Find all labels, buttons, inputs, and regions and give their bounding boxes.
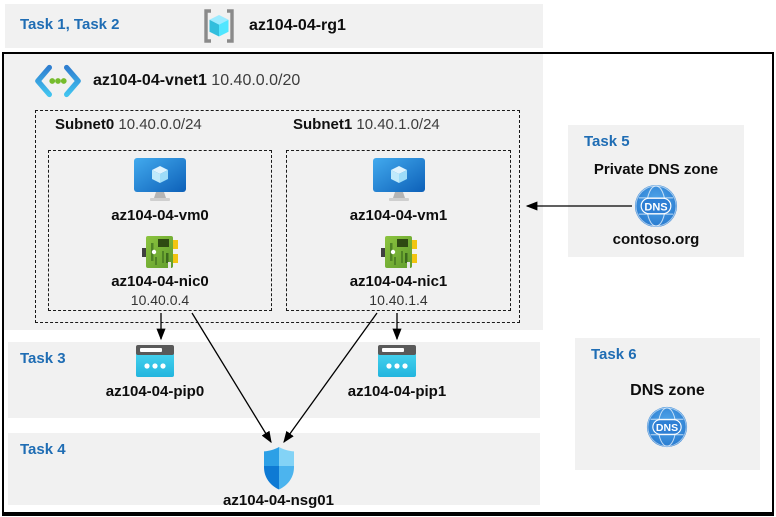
vnet-cidr: 10.40.0.0/20: [211, 72, 301, 89]
pip1-name: az104-04-pip1: [347, 383, 447, 400]
pip1-icon: [378, 345, 416, 377]
task6-title: DNS zone: [630, 382, 705, 399]
task3-label: Task 3: [20, 350, 66, 367]
nic0-name: az104-04-nic0: [111, 273, 209, 290]
private-dns-icon-text: DNS: [644, 201, 667, 213]
vm0-name: az104-04-vm0: [111, 207, 209, 224]
pip0-name: az104-04-pip0: [105, 383, 205, 400]
resource-group-name: az104-04-rg1: [249, 17, 346, 34]
pip1-group: az104-04-pip1: [325, 345, 469, 400]
nic1-icon: [380, 236, 417, 268]
vnet-panel: [4, 54, 543, 330]
subnet0-label: Subnet0 10.40.0.0/24: [55, 116, 202, 133]
dns-zone-icon: DNS: [646, 406, 688, 448]
pip0-icon: [136, 345, 174, 377]
subnet1-box: az104-04-vm1 az104-04-nic1 10.40.1.4: [286, 150, 511, 311]
vnet-name: az104-04-vnet1: [93, 72, 207, 89]
subnet1-label: Subnet1 10.40.1.0/24: [293, 116, 440, 133]
task1-2-label: Task 1, Task 2: [20, 16, 120, 33]
task5-box: Task 5 Private DNS zone DNS contoso.org: [568, 125, 744, 257]
dns-zone-icon-text: DNS: [656, 422, 678, 434]
task4-label: Task 4: [20, 441, 66, 458]
task5-title: Private DNS zone: [593, 161, 719, 178]
task1-2-band: Task 1, Task 2 az104-04-rg1: [5, 4, 543, 48]
vm0-icon: [134, 158, 186, 201]
subnet0-box: az104-04-vm0 az104-04-nic0 10.40.0.4: [48, 150, 272, 311]
task5-label: Task 5: [584, 133, 630, 150]
private-dns-zone-name: contoso.org: [612, 231, 700, 248]
nic0-icon: [142, 236, 178, 268]
vm1-name: az104-04-vm1: [349, 207, 448, 224]
pip0-group: az104-04-pip0: [83, 345, 227, 400]
subnet0-name: Subnet0: [55, 116, 115, 133]
nsg-shield-icon: [263, 447, 294, 490]
subnet0-cidr: 10.40.0.0/24: [118, 116, 202, 133]
vnet-header: az104-04-vnet1 10.40.0.0/20: [34, 62, 300, 100]
task6-label: Task 6: [591, 346, 637, 363]
nsg-name: az104-04-nsg01: [223, 492, 334, 509]
subnet1-name: Subnet1: [293, 116, 353, 133]
vm1-icon: [372, 158, 425, 201]
task3-band: Task 3: [8, 342, 540, 418]
subnet1-cidr: 10.40.1.0/24: [356, 116, 440, 133]
nic1-ip: 10.40.1.4: [369, 292, 428, 308]
nic0-ip: 10.40.0.4: [130, 292, 190, 308]
task6-box: Task 6 DNS zone DNS: [575, 338, 760, 470]
subnets-container: [35, 110, 520, 323]
virtual-network-icon: [35, 64, 81, 98]
nsg-group: az104-04-nsg01: [206, 446, 351, 509]
nic1-name: az104-04-nic1: [349, 273, 448, 290]
resource-group-icon: [204, 9, 234, 43]
private-dns-icon: DNS: [634, 184, 678, 228]
